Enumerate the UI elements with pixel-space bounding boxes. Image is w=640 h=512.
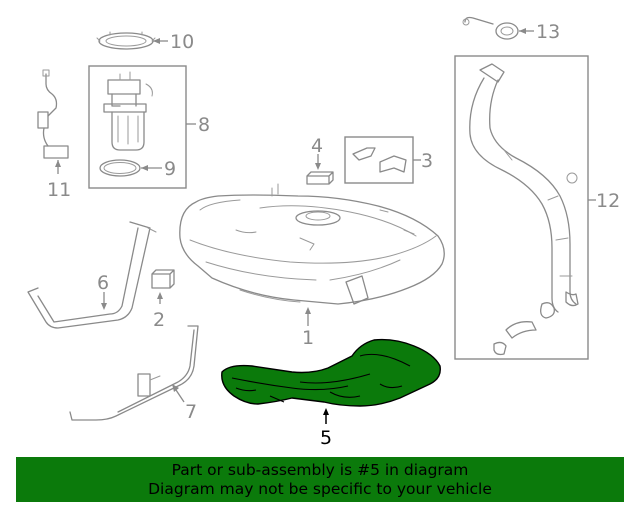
arrowhead-10 (153, 38, 160, 44)
part-9-seal[interactable] (99, 159, 141, 177)
leader-7 (175, 389, 185, 403)
arrowhead-7 (172, 384, 179, 392)
part-2-insulator[interactable] (151, 269, 175, 289)
callout-13[interactable]: 13 (536, 21, 560, 43)
callout-12[interactable]: 12 (596, 190, 620, 212)
part-10-lock-ring[interactable] (96, 31, 156, 50)
callout-7[interactable]: 7 (185, 401, 197, 423)
callout-9[interactable]: 9 (164, 158, 176, 180)
part-3-group-box (344, 136, 414, 184)
callout-5[interactable]: 5 (320, 427, 332, 449)
callout-11[interactable]: 11 (47, 179, 71, 201)
info-banner: Part or sub-assembly is #5 in diagram Di… (16, 457, 624, 502)
arrowhead-13 (519, 28, 526, 34)
part-12-group-box (454, 55, 589, 360)
arrowhead-6 (101, 303, 107, 310)
part-1-fuel-tank[interactable] (179, 183, 445, 305)
part-3-clips[interactable] (352, 147, 407, 173)
callout-2[interactable]: 2 (153, 309, 165, 331)
part-8-fuel-pump-module[interactable] (103, 71, 153, 151)
callout-1[interactable]: 1 (302, 327, 314, 349)
part-6-strap[interactable] (27, 221, 157, 329)
arrowhead-11 (55, 160, 61, 167)
callout-6[interactable]: 6 (97, 272, 109, 294)
part-7-strap[interactable] (69, 325, 199, 421)
part-13-fuel-cap[interactable] (462, 16, 519, 40)
banner-line-1: Part or sub-assembly is #5 in diagram (171, 461, 469, 479)
callout-8[interactable]: 8 (198, 114, 210, 136)
part-11-sender[interactable] (37, 69, 69, 159)
callout-3[interactable]: 3 (421, 150, 433, 172)
parts-diagram: 10 8 9 11 4 3 (27, 16, 620, 449)
arrowhead-5 (323, 408, 329, 415)
part-4-bracket[interactable] (306, 171, 334, 185)
arrowhead-1 (305, 307, 311, 314)
banner-line-2: Diagram may not be specific to your vehi… (148, 480, 492, 498)
part-5-heat-shield[interactable] (221, 338, 441, 407)
callout-4[interactable]: 4 (311, 135, 323, 157)
part-8-group-box (88, 65, 187, 189)
arrowhead-9 (141, 165, 148, 171)
arrowhead-4 (315, 163, 321, 170)
arrowhead-2 (157, 292, 163, 299)
part-12-filler-pipe[interactable] (469, 63, 579, 356)
callout-10[interactable]: 10 (170, 31, 194, 53)
